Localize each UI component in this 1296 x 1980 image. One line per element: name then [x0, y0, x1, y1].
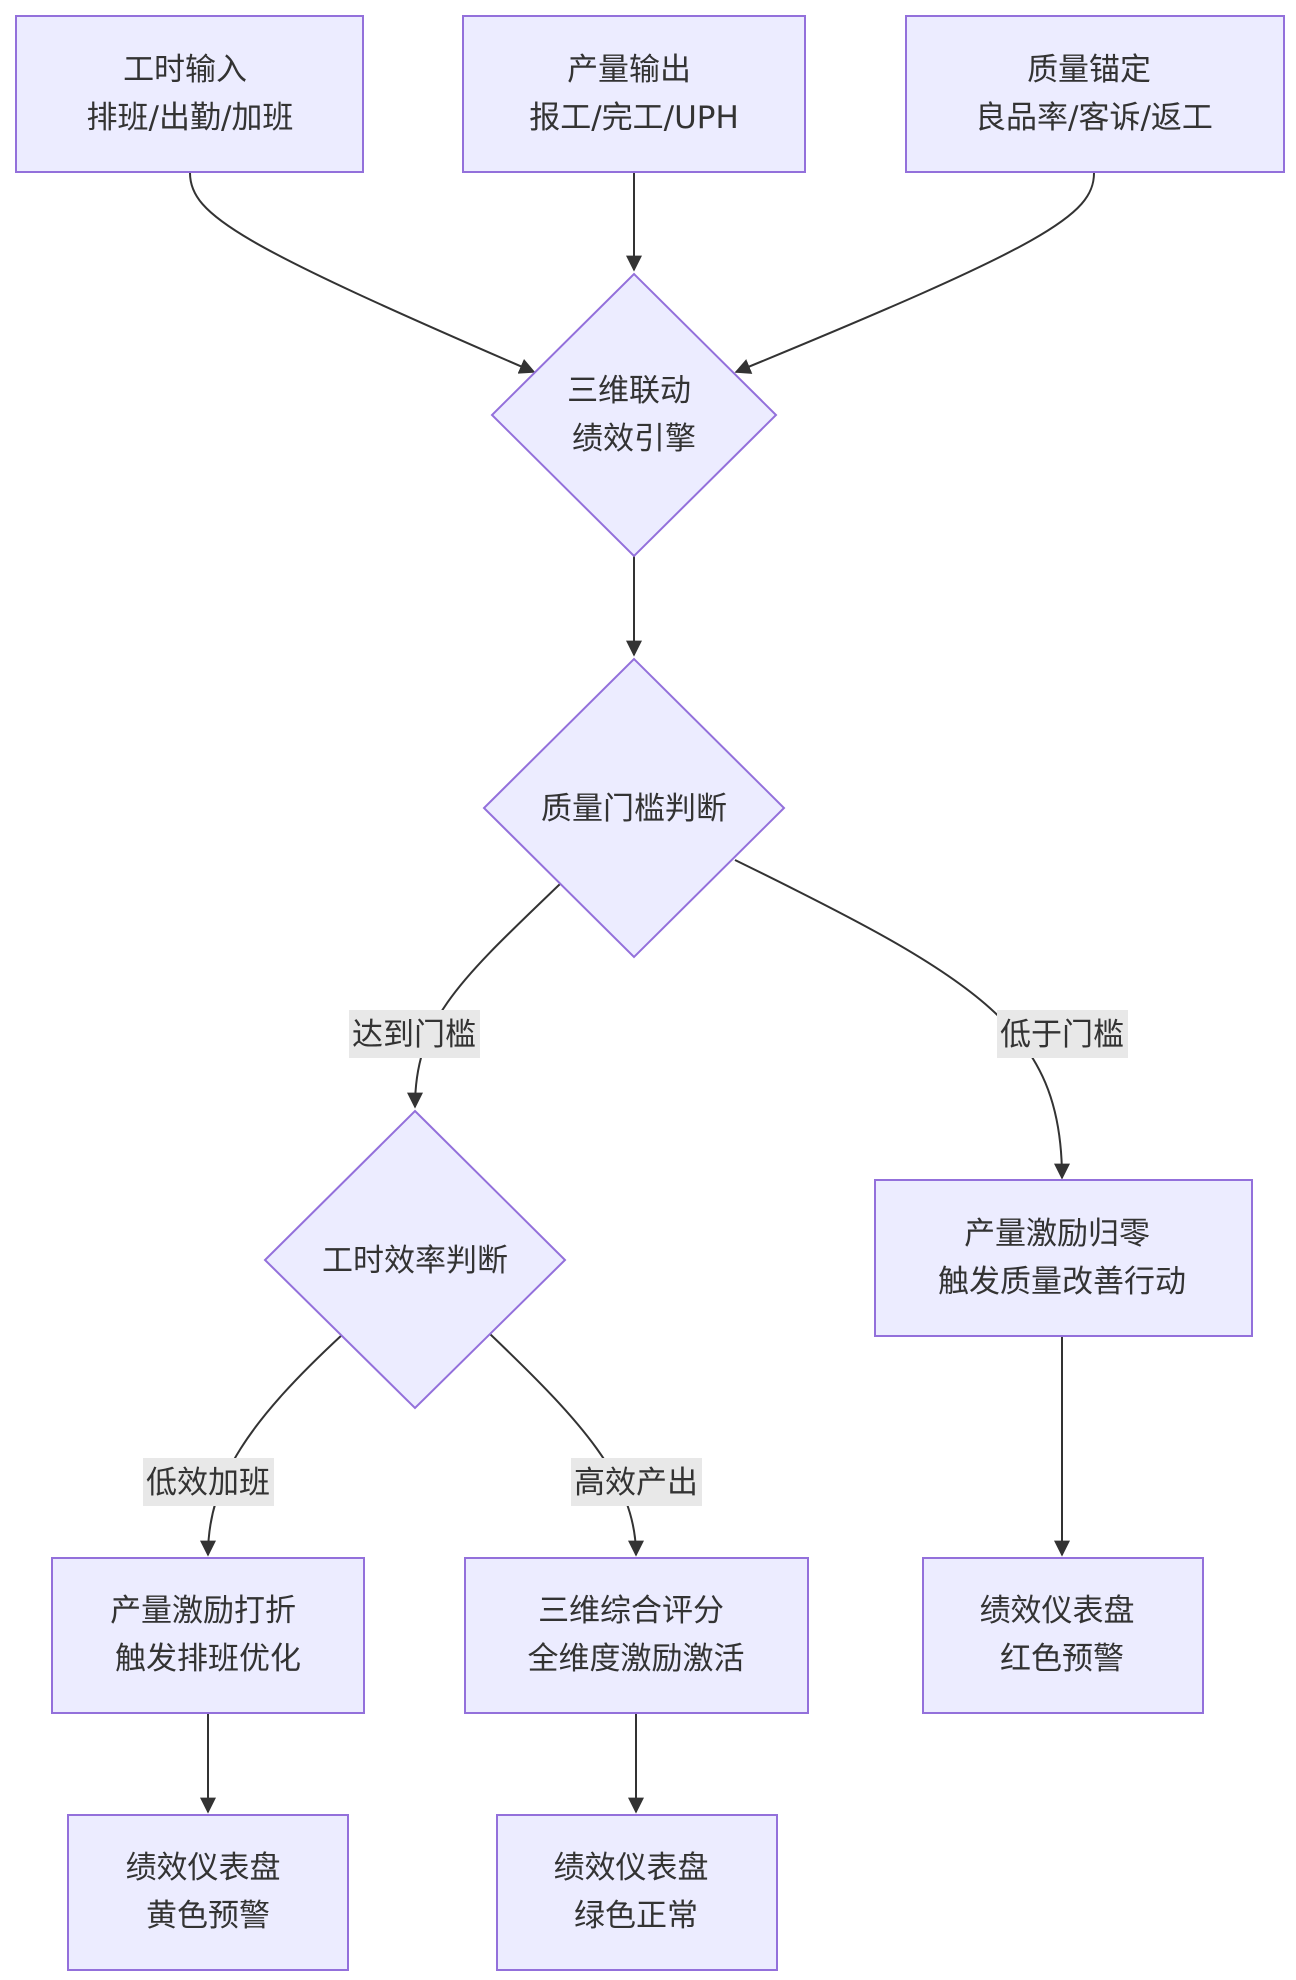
svg-text:质量门槛判断: 质量门槛判断 [541, 791, 727, 827]
svg-text:绩效仪表盘 黄色预警: 绩效仪表盘 黄色预警 [126, 1850, 291, 1934]
edge-label-below-threshold: 低于门槛 [997, 1010, 1128, 1058]
svg-text:产量输出 报工/完工/UPH: 产量输出 报工/完工/UPH [529, 52, 739, 136]
edge-efficiency-check-to-full-score [489, 1333, 644, 1557]
node-engine: 三维联动 绩效引擎 [490, 272, 778, 558]
edge-quality-check-to-efficiency-check [407, 883, 561, 1109]
edge-label-low-efficiency-overtime: 低效加班 [143, 1458, 274, 1506]
node-output: 产量输出 报工/完工/UPH [462, 15, 806, 173]
svg-text:绩效仪表盘 红色预警: 绩效仪表盘 红色预警 [980, 1593, 1145, 1677]
node-hours-input: 工时输入 排班/出勤/加班 [15, 15, 364, 173]
node-efficiency-check: 工时效率判断 [263, 1109, 567, 1410]
edge-efficiency-check-to-output-discount [200, 1333, 344, 1557]
edge-label-reach-threshold: 达到门槛 [349, 1010, 480, 1058]
svg-text:三维联动 绩效引擎: 三维联动 绩效引擎 [567, 373, 701, 457]
svg-text:低效加班: 低效加班 [146, 1465, 270, 1501]
node-output-discount: 产量激励打折 触发排班优化 [51, 1557, 365, 1714]
svg-text:绩效仪表盘 绿色正常: 绩效仪表盘 绿色正常 [554, 1850, 719, 1934]
svg-text:三维综合评分 全维度激励激活: 三维综合评分 全维度激励激活 [528, 1593, 745, 1677]
node-dashboard-red: 绩效仪表盘 红色预警 [922, 1557, 1204, 1714]
edge-label-high-efficiency-output: 高效产出 [571, 1458, 702, 1506]
edge-quality-to-engine [734, 172, 1095, 374]
svg-text:产量激励归零 触发质量改善行动: 产量激励归零 触发质量改善行动 [938, 1216, 1186, 1300]
node-dashboard-green: 绩效仪表盘 绿色正常 [496, 1814, 778, 1971]
edge-hours-to-engine [189, 172, 536, 374]
svg-text:质量锚定 良品率/客诉/返工: 质量锚定 良品率/客诉/返工 [975, 52, 1213, 136]
node-full-score: 三维综合评分 全维度激励激活 [464, 1557, 809, 1714]
svg-text:低于门槛: 低于门槛 [1000, 1017, 1124, 1053]
svg-text:高效产出: 高效产出 [574, 1465, 698, 1501]
svg-text:工时输入 排班/出勤/加班: 工时输入 排班/出勤/加班 [87, 52, 294, 136]
node-quality-check: 质量门槛判断 [482, 657, 786, 959]
edge-quality-check-to-output-zero [734, 859, 1070, 1180]
svg-text:达到门槛: 达到门槛 [352, 1017, 476, 1053]
node-dashboard-yellow: 绩效仪表盘 黄色预警 [67, 1814, 349, 1971]
node-quality: 质量锚定 良品率/客诉/返工 [905, 15, 1285, 173]
edges [189, 172, 1095, 1814]
svg-text:产量激励打折 触发排班优化: 产量激励打折 触发排班优化 [110, 1593, 306, 1677]
node-output-zero: 产量激励归零 触发质量改善行动 [874, 1179, 1253, 1337]
svg-text:工时效率判断: 工时效率判断 [322, 1243, 508, 1279]
